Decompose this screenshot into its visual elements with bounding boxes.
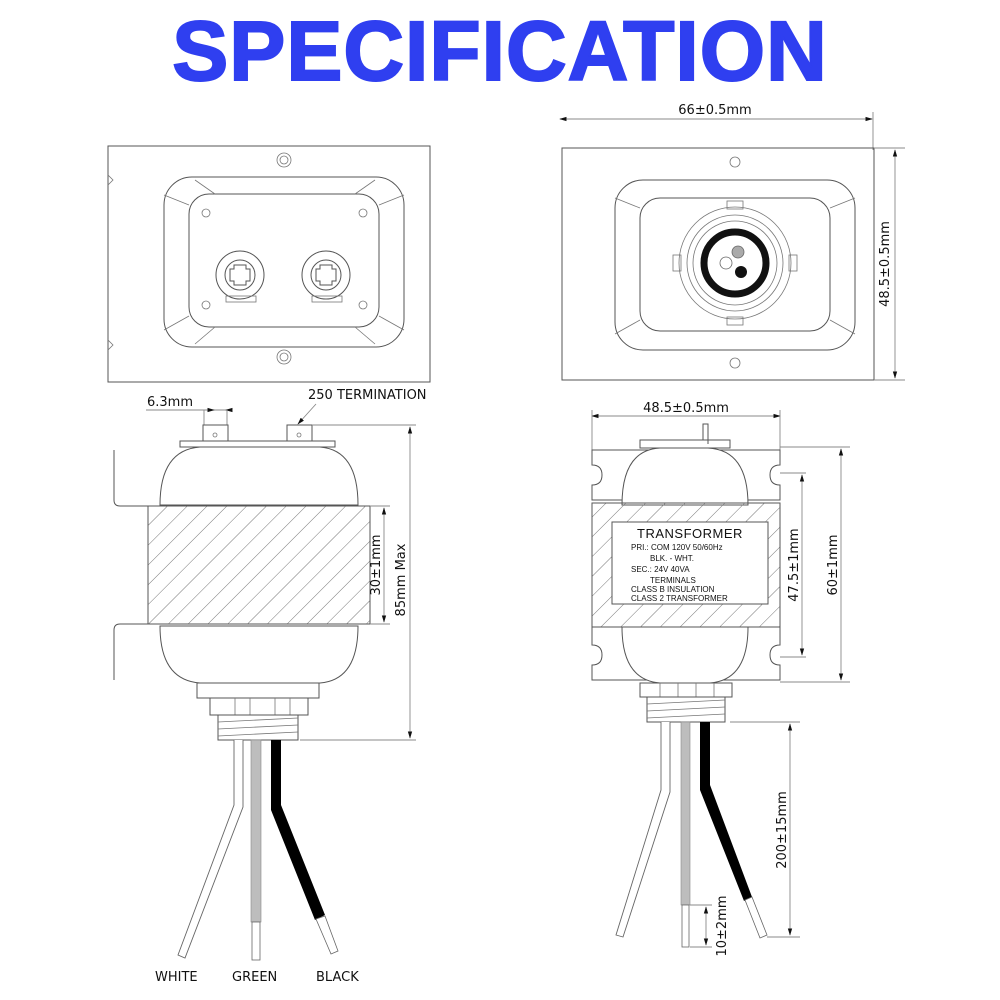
mount-hole-icon [276,349,292,365]
dim-tab-width: 6.3mm [147,395,193,410]
nameplate-line: CLASS B INSULATION [631,585,715,594]
side-view-label: 48.5±0.5mm TRANSFORMER PRI.: COM 120V 50… [591,401,850,957]
dim-body-height-60: 60±1mm [826,534,841,595]
bottom-view-connector: 66±0.5mm 48.5±0.5mm [559,103,905,381]
dim-width-66: 66±0.5mm [678,103,751,118]
wire-outlet-icon [672,200,798,326]
terminal-housing [163,176,405,348]
dim-overall-height-85: 85mm Max [394,543,409,616]
black-wire [271,740,325,920]
green-wire [250,739,262,923]
nameplate: TRANSFORMER PRI.: COM 120V 50/60Hz BLK. … [611,521,769,605]
dim-core-height-47-5: 47.5±1mm [787,528,802,601]
dim-lead-length-200: 200±15mm [775,791,790,869]
dim-height-48-5: 48.5±0.5mm [878,221,893,307]
nameplate-line: CLASS 2 TRANSFORMER [631,594,728,603]
dim-strip-length-10: 10±2mm [715,895,730,956]
mounting-plate-outline [561,147,875,381]
top-view-terminals [107,145,431,383]
screw-terminal-icon [301,250,351,303]
nameplate-line: TERMINALS [650,576,696,585]
wire-label-black: BLACK [316,970,359,985]
termination-label: 250 TERMINATION [308,388,427,403]
wire-label-white: WHITE [155,970,198,985]
side-view-terminals: 6.3mm 250 TERMINATION 30±1mm 85mm Max [113,388,427,985]
green-wire [680,721,691,906]
page-title: SPECIFICATION [171,4,828,98]
black-wire [700,722,752,901]
screw-terminal-icon [215,250,265,303]
nameplate-line: BLK. - WHT. [650,554,694,563]
nameplate-title: TRANSFORMER [637,526,743,541]
white-wire [615,722,671,938]
black-wire-end-icon [735,266,747,278]
white-wire-end-icon [719,256,733,270]
nameplate-line: SEC.: 24V 40VA [631,565,690,574]
dim-core-height-30: 30±1mm [369,534,384,595]
mount-hole-icon [276,152,292,168]
white-wire [177,740,244,959]
wire-label-green: GREEN [232,970,277,985]
mounting-plate-outline [107,145,431,383]
core-laminations [147,505,371,625]
green-wire-end-icon [731,245,745,259]
dim-width-48-5: 48.5±0.5mm [643,401,729,416]
nameplate-line: PRI.: COM 120V 50/60Hz [631,543,723,552]
